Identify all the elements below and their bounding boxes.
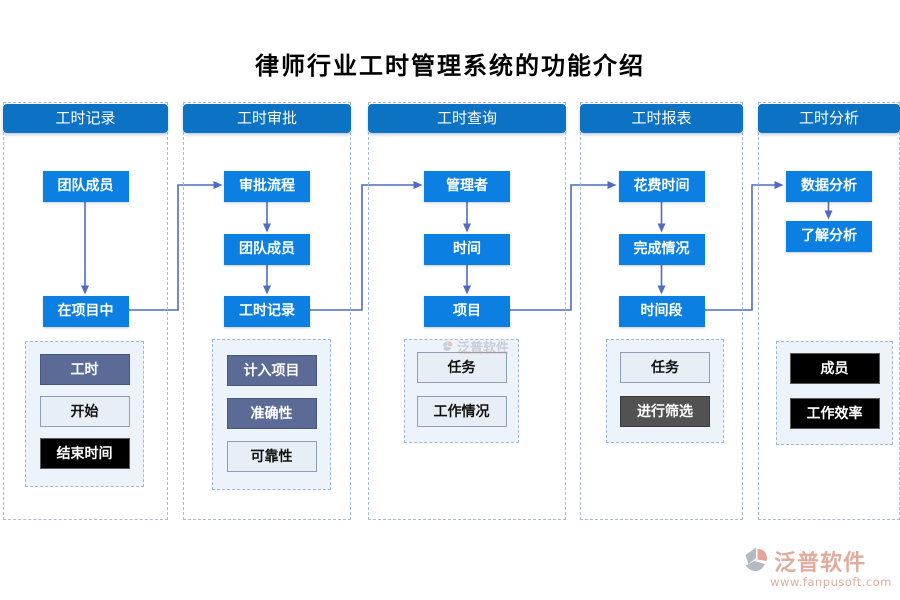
flow-node: 完成情况	[618, 234, 705, 265]
logo-brand-text: 泛普软件	[774, 551, 867, 576]
flow-node: 管理者	[424, 171, 510, 202]
column-header: 工时记录	[3, 104, 168, 133]
flow-node: 在项目中	[42, 296, 129, 327]
feature-item: 工作情况	[416, 396, 507, 427]
fanpu-logo: 泛普软件 www.fanpusoft.com	[740, 545, 892, 589]
feature-panel: 成员 工作效率	[776, 341, 893, 445]
feature-panel: 任务 工作情况	[404, 339, 519, 443]
flow-node: 了解分析	[786, 221, 872, 252]
column-worktime-record: 工时记录 团队成员 在项目中 工时 开始 结束时间	[3, 102, 168, 520]
flow-node: 审批流程	[224, 171, 310, 202]
feature-item: 准确性	[226, 398, 317, 429]
feature-panel: 任务 进行筛选	[606, 339, 724, 443]
logo-url-text: www.fanpusoft.com	[770, 575, 892, 589]
flow-node: 团队成员	[42, 171, 129, 202]
flow-node: 时间	[424, 234, 510, 265]
column-header: 工时审批	[183, 104, 351, 133]
column-worktime-analysis: 工时分析 数据分析 了解分析 成员 工作效率	[758, 102, 900, 520]
flow-node: 数据分析	[786, 171, 872, 202]
feature-item: 成员	[789, 353, 880, 384]
flow-node: 工时记录	[224, 296, 310, 327]
feature-item: 工作效率	[789, 398, 880, 429]
flow-node: 时间段	[618, 296, 705, 327]
column-header: 工时报表	[580, 104, 743, 133]
column-header: 工时分析	[758, 104, 900, 133]
flow-node: 花费时间	[618, 171, 705, 202]
page-title: 律师行业工时管理系统的功能介绍	[255, 51, 645, 80]
column-header: 工时查询	[368, 104, 566, 133]
feature-item: 计入项目	[226, 355, 317, 386]
feature-item: 工时	[39, 354, 130, 385]
column-worktime-report: 工时报表 花费时间 完成情况 时间段 任务 进行筛选	[580, 102, 743, 520]
feature-item: 开始	[39, 396, 130, 427]
column-worktime-approval: 工时审批 审批流程 团队成员 工时记录 计入项目 准确性 可靠性	[183, 102, 351, 520]
column-worktime-query: 工时查询 管理者 时间 项目 任务 工作情况	[368, 102, 566, 520]
feature-panel: 计入项目 准确性 可靠性	[212, 339, 331, 490]
feature-item: 任务	[620, 352, 710, 383]
feature-item: 结束时间	[39, 438, 130, 469]
feature-item: 进行筛选	[620, 396, 710, 427]
feature-panel: 工时 开始 结束时间	[25, 341, 144, 487]
flow-node: 团队成员	[224, 234, 310, 265]
fanpu-logo-icon	[745, 547, 767, 572]
feature-item: 可靠性	[226, 441, 317, 472]
flow-node: 项目	[424, 296, 510, 327]
feature-item: 任务	[416, 352, 507, 383]
